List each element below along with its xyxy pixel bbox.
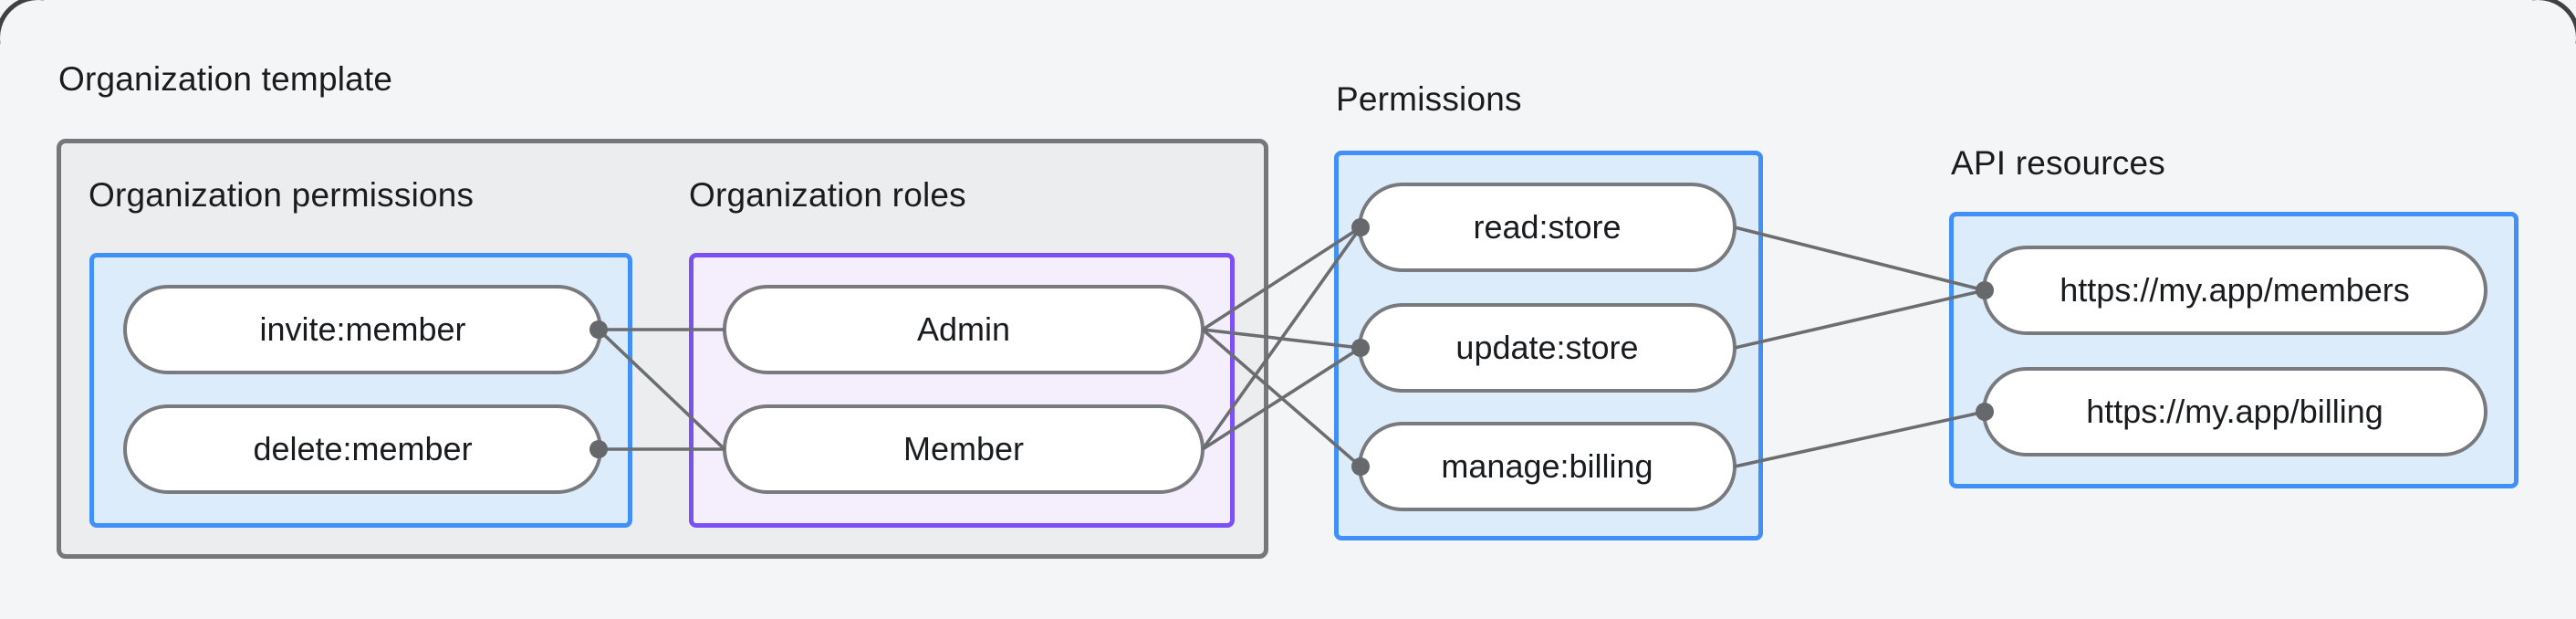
connection-edge-read-members bbox=[1734, 226, 1986, 292]
connection-edge-manage-billing bbox=[1734, 410, 1986, 468]
node-admin-role: Admin bbox=[723, 285, 1205, 374]
window-corner-top-left bbox=[0, 0, 44, 44]
node-update-store: update:store bbox=[1358, 303, 1736, 393]
node-api-billing: https://my.app/billing bbox=[1982, 367, 2487, 456]
window-corner-top-right bbox=[2532, 0, 2576, 44]
permissions-label: Permissions bbox=[1336, 80, 1522, 118]
node-manage-billing: manage:billing bbox=[1358, 422, 1736, 511]
node-read-store: read:store bbox=[1358, 183, 1736, 272]
organization-permissions-label: Organization permissions bbox=[89, 176, 475, 214]
node-api-members: https://my.app/members bbox=[1982, 246, 2487, 335]
node-invite-member: invite:member bbox=[123, 285, 602, 374]
connection-edge-update-members bbox=[1734, 289, 1986, 350]
api-resources-label: API resources bbox=[1951, 144, 2165, 182]
node-member-role: Member bbox=[723, 404, 1205, 494]
organization-roles-label: Organization roles bbox=[689, 176, 966, 214]
organization-template-label: Organization template bbox=[58, 60, 393, 98]
node-delete-member: delete:member bbox=[123, 404, 602, 494]
